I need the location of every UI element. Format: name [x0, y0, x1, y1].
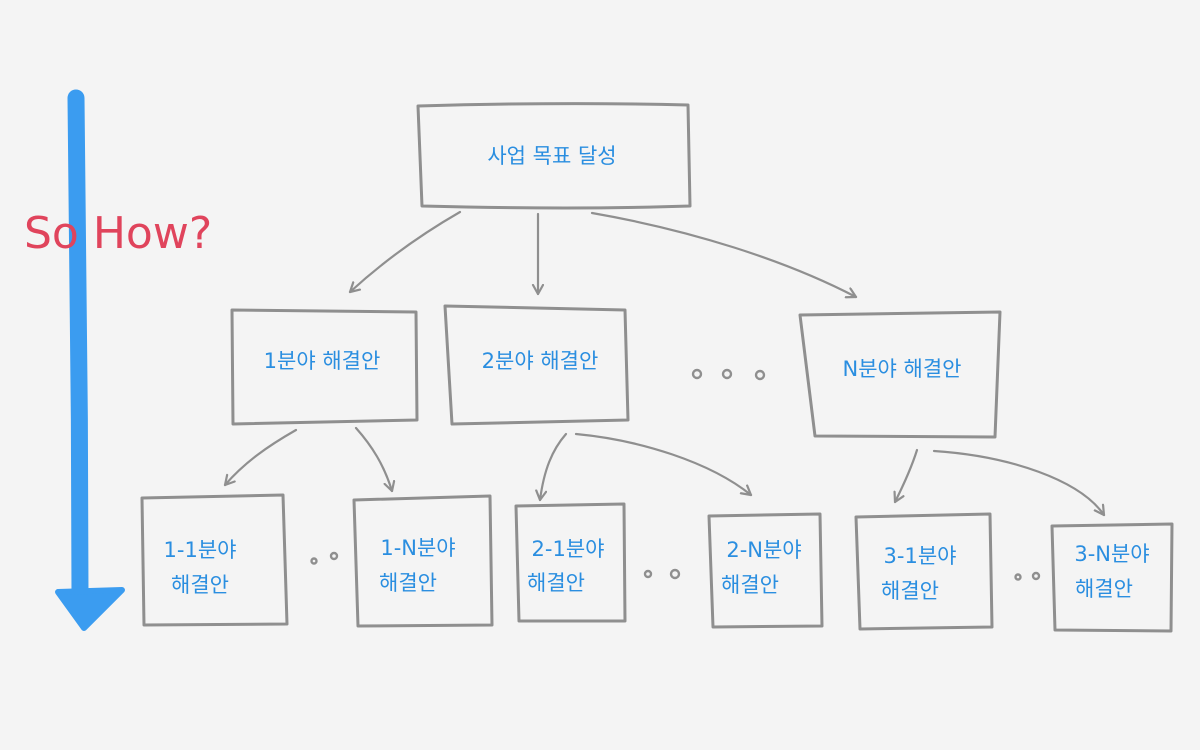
- connector-arrow: [574, 432, 753, 497]
- field-box: 2분야 해결안: [443, 304, 630, 426]
- subfield-box: 2-N분야 해결안: [707, 512, 824, 629]
- subfield-box: 1-1분야 해결안: [140, 493, 289, 627]
- field-label: 2분야 해결안: [482, 349, 599, 373]
- subfield-label: 1-N분야: [380, 536, 455, 560]
- connector-arrow: [590, 211, 858, 297]
- field-box: 1분야 해결안: [230, 308, 419, 426]
- subfield-box: 3-N분야 해결안: [1050, 522, 1174, 633]
- connector-arrow: [932, 449, 1106, 517]
- subfield-label: 해결안: [379, 571, 437, 595]
- subfield-box: 2-1분야 해결안: [514, 502, 627, 623]
- subfield-label: 1-1분야: [164, 538, 237, 562]
- field-label: N분야 해결안: [843, 357, 962, 381]
- subfield-label: 해결안: [527, 571, 585, 595]
- ellipsis: [643, 568, 681, 580]
- so-how-label: So How?: [24, 208, 212, 259]
- subfield-label: 2-1분야: [532, 537, 605, 561]
- subfield-label: 3-1분야: [884, 544, 957, 568]
- connector-arrow: [354, 426, 392, 493]
- downward-arrow: [55, 89, 125, 631]
- subfield-label: 해결안: [1075, 577, 1133, 601]
- subfield-label: 해결안: [881, 579, 939, 603]
- subfield-label: 3-N분야: [1074, 542, 1149, 566]
- field-label: 1분야 해결안: [264, 349, 381, 373]
- subfield-box: 1-N분야 해결안: [352, 494, 494, 628]
- ellipsis: [1014, 571, 1041, 581]
- goal-label: 사업 목표 달성: [487, 144, 616, 168]
- field-box: N분야 해결안: [798, 310, 1002, 439]
- connector-arrow: [895, 448, 919, 504]
- ellipsis: [691, 368, 766, 381]
- goal-box: 사업 목표 달성: [416, 102, 692, 210]
- subfield-label: 2-N분야: [726, 538, 801, 562]
- subfield-label: 해결안: [721, 573, 779, 597]
- connector-arrow: [540, 432, 568, 502]
- connector-arrow: [223, 428, 298, 487]
- subfield-box: 3-1분야 해결안: [854, 512, 994, 631]
- ellipsis: [310, 551, 339, 565]
- subfield-label: 해결안: [171, 573, 229, 597]
- connector-arrow: [348, 210, 462, 294]
